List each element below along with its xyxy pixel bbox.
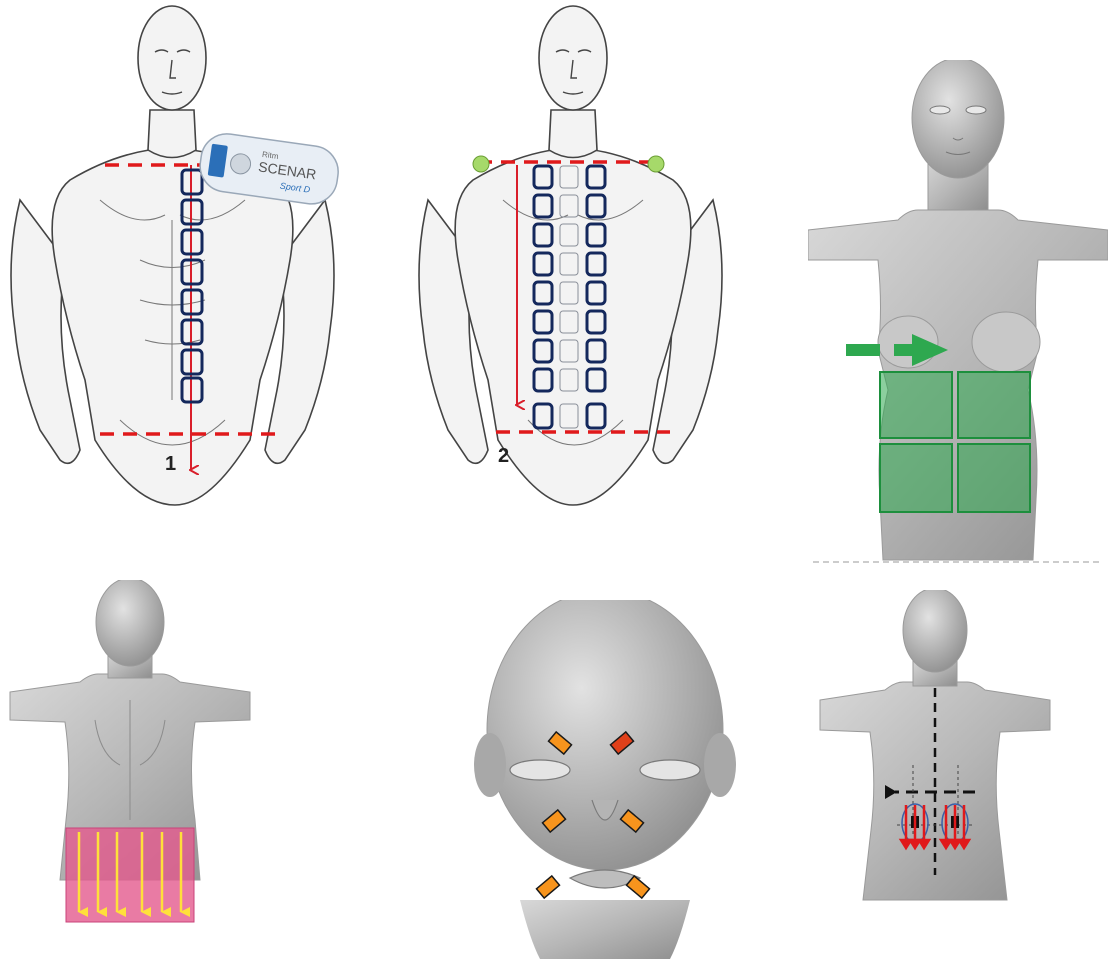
quadrant-upper-right (958, 372, 1030, 438)
step-number: 2 (498, 445, 509, 467)
lower-back-zone (66, 828, 194, 922)
right-kidney-zone (941, 804, 969, 848)
left-kidney-zone (901, 804, 929, 848)
panel-lower-back-arrows (0, 580, 260, 959)
male-torso-figure (419, 6, 722, 505)
quadrant-lower-left (880, 444, 952, 512)
left-shoulder-point (473, 156, 489, 172)
panel-back-cross (815, 590, 1055, 959)
panel-chest-midline: Ritm SCENAR Sport D 1 (0, 0, 345, 510)
step-number: 1 (165, 453, 176, 475)
panel-chest-three-lines: 2 (408, 0, 738, 510)
panel-abdomen-quadrants (808, 60, 1108, 570)
panel-face-points (460, 600, 750, 959)
quadrant-upper-left (880, 372, 952, 438)
face-figure (474, 600, 736, 959)
point-chin-left (536, 876, 559, 898)
quadrant-lower-right (958, 444, 1030, 512)
right-shoulder-point (648, 156, 664, 172)
